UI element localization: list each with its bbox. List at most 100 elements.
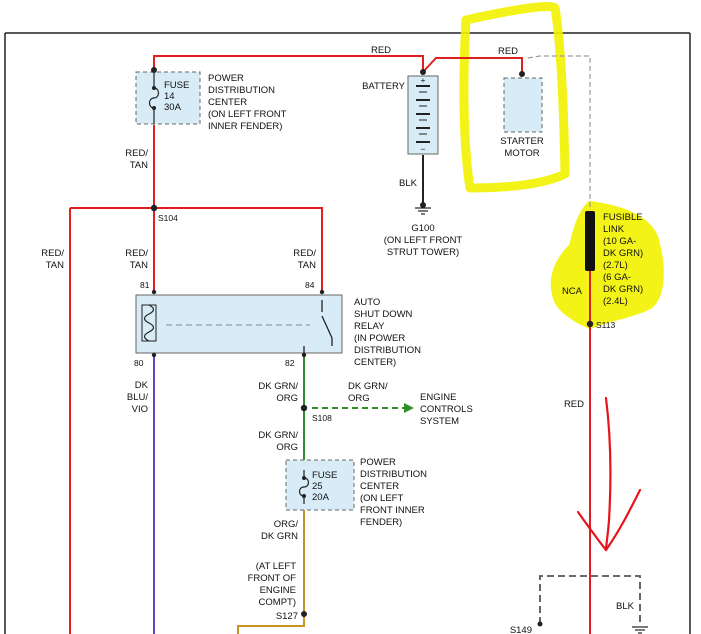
dk-grn-org-1b: ORG (276, 393, 298, 404)
engine-controls-3: SYSTEM (420, 416, 459, 427)
red-tan-81-2: TAN (130, 260, 148, 271)
svg-text:−: − (421, 144, 426, 154)
svg-text:+: + (421, 75, 426, 85)
asd-relay-5: DISTRIBUTION (354, 345, 421, 356)
red-tan-fuse-1: RED/ (125, 148, 148, 159)
red-tan-fuse-2: TAN (130, 160, 148, 171)
red-wire-top (153, 55, 424, 72)
s127-location-3: ENGINE (260, 585, 296, 596)
starter-highlight-box (459, 2, 570, 193)
red-tan-bus (70, 207, 323, 292)
fusible-link-5: (2.7L) (603, 260, 628, 271)
fusible-link-3: (10 GA- (603, 236, 636, 247)
pdc-top-4: (ON LEFT FRONT (208, 109, 287, 120)
fusible-link-highlight (550, 201, 664, 329)
engine-controls-2: CONTROLS (420, 404, 473, 415)
red-tan-84-1: RED/ (293, 248, 316, 259)
red-tan-left-2: TAN (46, 260, 64, 271)
starter-label-1: STARTER (500, 136, 544, 147)
fusible-link-7: DK GRN) (603, 284, 643, 295)
page-frame (4, 32, 691, 634)
red-tan-84-2: TAN (298, 260, 316, 271)
s108-label: S108 (312, 413, 332, 423)
pin-84-label: 84 (305, 280, 315, 290)
fusible-link-1: FUSIBLE (603, 212, 643, 223)
s127-label: S127 (276, 611, 298, 622)
ground-symbol-bottom (632, 626, 648, 634)
splice-g100 (420, 202, 426, 208)
dk-grn-org-2b: ORG (348, 393, 370, 404)
s113-label: S113 (596, 320, 615, 330)
asd-relay-6: CENTER) (354, 357, 396, 368)
fuse25-label-1: FUSE (312, 470, 337, 481)
pdc-mid-4: (ON LEFT (360, 493, 403, 504)
fusible-link-symbol (585, 211, 595, 271)
asd-relay-2: SHUT DOWN (354, 309, 413, 320)
starter-dashed-link (527, 55, 591, 210)
s127-location-4: COMPT) (259, 597, 296, 608)
engine-controls-arrow (404, 403, 414, 413)
pdc-top-1: POWER (208, 73, 244, 84)
s149-label: S149 (510, 625, 532, 634)
fusible-link-6: (6 GA- (603, 272, 631, 283)
annotation-stroke-vertical (604, 396, 612, 552)
asd-relay-4: (IN POWER (354, 333, 405, 344)
ground-symbol-g100 (415, 207, 431, 215)
highlighter-marks (459, 2, 664, 329)
bottom-dashed-component (539, 575, 641, 624)
dk-grn-org-2a: DK GRN/ (348, 381, 388, 392)
blk-bottom-label: BLK (616, 601, 635, 612)
pin-80-label: 80 (134, 358, 144, 368)
pdc-top-2: DISTRIBUTION (208, 85, 275, 96)
org-dk-grn-wire (237, 504, 305, 634)
fusible-link-8: (2.4L) (603, 296, 628, 307)
nca-label: NCA (562, 286, 583, 297)
red-starter-label: RED (498, 46, 518, 57)
pin-81-label: 81 (140, 280, 150, 290)
annotation-arrow-right (604, 488, 642, 552)
pdc-mid-2: DISTRIBUTION (360, 469, 427, 480)
g100-label-1: G100 (411, 223, 434, 234)
pdc-mid-5: FRONT INNER (360, 505, 425, 516)
pdc-mid-1: POWER (360, 457, 396, 468)
fuse25-label-3: 20A (312, 492, 330, 503)
pdc-top-3: CENTER (208, 97, 247, 108)
battery-symbol: + − (407, 75, 439, 155)
fuse-25 (285, 459, 355, 511)
fusible-link-4: DK GRN) (603, 248, 643, 259)
dk-grn-org-3a: DK GRN/ (258, 430, 298, 441)
red-top-label: RED (371, 45, 391, 56)
dk-blu-vio-3: VIO (132, 404, 148, 415)
asd-relay-3: RELAY (354, 321, 385, 332)
pdc-top-5: INNER FENDER) (208, 121, 282, 132)
red-wire-starter (422, 57, 523, 76)
splice-s104 (150, 204, 158, 212)
splice-points (150, 67, 594, 627)
splice-s108 (300, 404, 308, 412)
red-right-label: RED (564, 399, 584, 410)
org-dk-grn-1: ORG/ (274, 519, 299, 530)
asd-relay-1: AUTO (354, 297, 380, 308)
engine-controls-1: ENGINE (420, 392, 456, 403)
annotation-arrow-left (576, 510, 608, 552)
g100-label-2: (ON LEFT FRONT (384, 235, 463, 246)
handdrawn-annotation (576, 396, 642, 552)
fuse-14 (135, 71, 201, 125)
asd-relay (135, 289, 343, 358)
s127-location-2: FRONT OF (248, 573, 297, 584)
g100-label-3: STRUT TOWER) (387, 247, 459, 258)
pdc-mid-6: FENDER) (360, 517, 402, 528)
red-tan-left-1: RED/ (41, 248, 64, 259)
dk-blu-vio-2: BLU/ (127, 392, 148, 403)
fuse14-label-1: FUSE (164, 80, 189, 91)
fuse25-label-2: 25 (312, 481, 323, 492)
splice-s127 (301, 611, 307, 617)
dk-blu-vio-1: DK (135, 380, 149, 391)
starter-motor-symbol (503, 77, 543, 133)
battery-label: BATTERY (362, 81, 406, 92)
dk-grn-org-1a: DK GRN/ (258, 381, 298, 392)
dk-grn-org-3b: ORG (276, 442, 298, 453)
splice-s113 (586, 320, 594, 328)
fuse14-label-2: 14 (164, 91, 175, 102)
blk-battery-label: BLK (399, 178, 418, 189)
